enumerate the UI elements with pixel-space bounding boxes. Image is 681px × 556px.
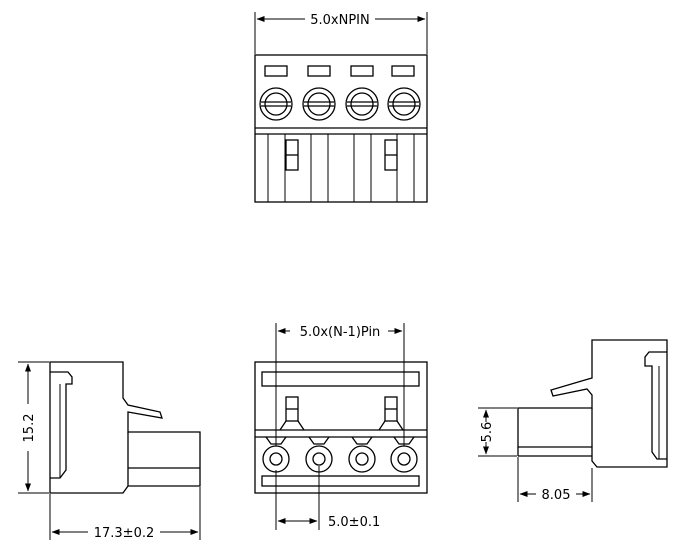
pitch-label: 5.0±0.1: [328, 515, 380, 530]
front-view: 5.0x(N-1)Pin 5.0±0.1: [254, 323, 428, 530]
height-dimension: 15.2: [18, 361, 49, 494]
pitch-span-dimension: 5.0x(N-1)Pin: [275, 323, 405, 446]
plug-height-label: 5.6: [480, 422, 495, 443]
screw-heads: [259, 87, 421, 121]
left-side-view: 15.2 17.3±0.2: [18, 361, 201, 541]
plug-length-label: 8.05: [542, 488, 571, 503]
plug-length-dimension: 8.05: [517, 457, 593, 503]
top-width-dimension: 5.0xNPIN: [254, 12, 428, 54]
wire-entry-slots: [264, 65, 415, 77]
contact-openings: [262, 436, 418, 473]
depth-dimension: 17.3±0.2: [49, 487, 201, 541]
body-dividers: [267, 134, 415, 202]
top-width-label: 5.0xNPIN: [310, 13, 370, 28]
plug-height-dimension: 5.6: [478, 407, 517, 457]
right-side-view: 5.6 8.05: [478, 339, 668, 503]
depth-label: 17.3±0.2: [94, 526, 155, 541]
height-label: 15.2: [22, 414, 37, 443]
top-view: 5.0xNPIN: [254, 12, 428, 203]
pitch-dimension: 5.0±0.1: [275, 466, 380, 530]
pitch-span-label: 5.0x(N-1)Pin: [300, 325, 381, 340]
